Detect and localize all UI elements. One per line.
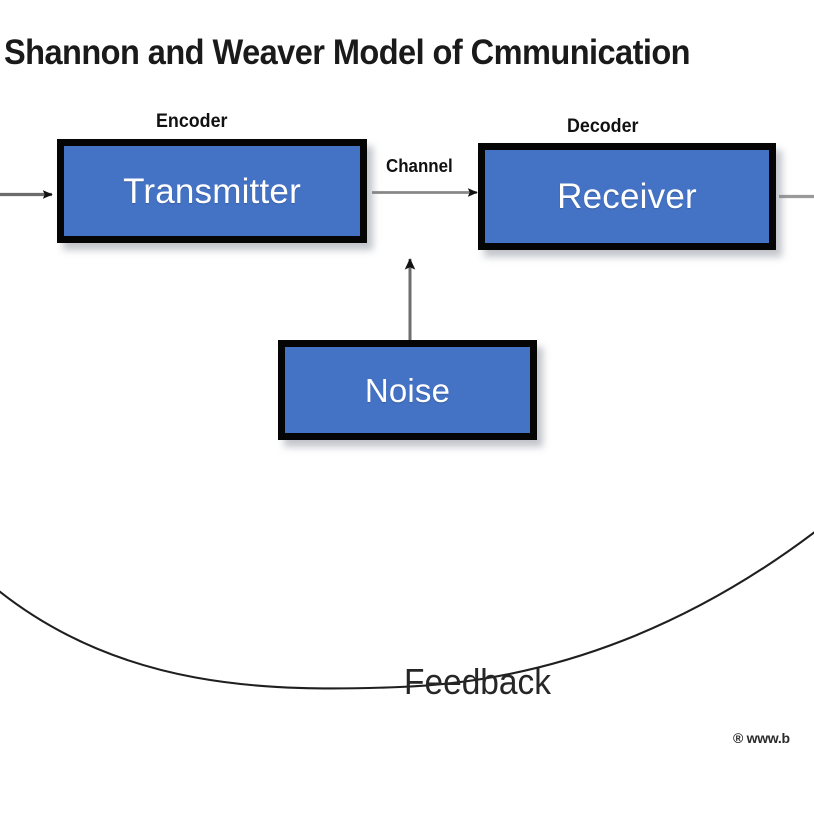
caption-decoder: Decoder (567, 116, 639, 137)
watermark: ® www.b (733, 730, 790, 746)
node-transmitter-label: Transmitter (123, 171, 301, 211)
node-receiver[interactable]: Receiver (478, 143, 776, 250)
node-receiver-label: Receiver (557, 177, 697, 216)
feedback-label: Feedback (404, 661, 552, 702)
caption-channel: Channel (386, 156, 453, 176)
node-noise-label: Noise (364, 371, 451, 409)
node-transmitter[interactable]: Transmitter (57, 139, 367, 243)
caption-encoder: Encoder (156, 111, 228, 132)
page-title: Shannon and Weaver Model of Cmmunication (4, 33, 691, 72)
node-noise[interactable]: Noise (278, 340, 537, 440)
